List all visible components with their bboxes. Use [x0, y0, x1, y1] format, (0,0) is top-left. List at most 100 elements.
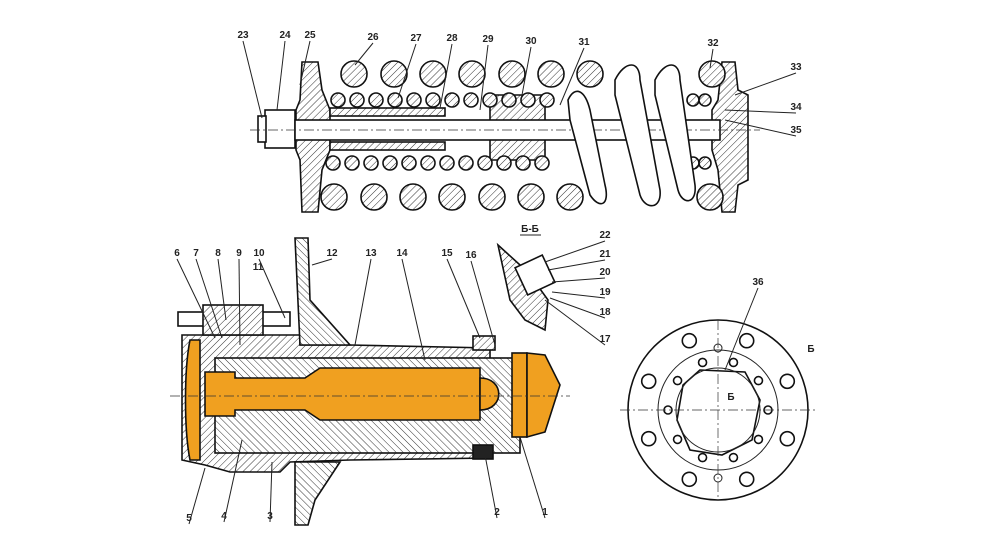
cone-tip [526, 352, 561, 439]
part-label-5: 5 [186, 513, 192, 524]
spring-turn [654, 64, 696, 202]
part-label-13: 13 [365, 248, 377, 259]
right-flange [711, 61, 749, 213]
small-coil [698, 156, 712, 170]
washer [257, 115, 267, 143]
leader-l13 [354, 258, 372, 346]
large-coil [419, 60, 447, 88]
part-label-21: 21 [599, 249, 611, 260]
small-coil [515, 155, 531, 171]
stud [697, 452, 708, 463]
small-coil [482, 92, 498, 108]
leader-l5 [188, 467, 206, 525]
upper-bushing [329, 107, 446, 117]
stud [728, 452, 739, 463]
part-label-9: 9 [236, 248, 242, 259]
part-label-6: 6 [174, 248, 180, 259]
seal-2 [472, 444, 494, 460]
small-coil [463, 92, 479, 108]
small-coil [363, 155, 379, 171]
large-coil [320, 183, 348, 211]
leader-l15 [446, 258, 481, 339]
part-label-36: 36 [752, 277, 764, 288]
leader-l22 [544, 240, 606, 263]
small-coil [496, 155, 512, 171]
leader-l29 [479, 44, 489, 111]
small-coil [439, 155, 455, 171]
stud [753, 434, 764, 445]
large-coil [360, 183, 388, 211]
large-coil [576, 60, 604, 88]
leader-l4 [223, 439, 243, 523]
leader-l32 [709, 48, 714, 69]
piston-head [511, 352, 528, 438]
large-coil [478, 183, 506, 211]
leader-l33 [734, 72, 797, 96]
leader-l24 [276, 40, 286, 111]
flange-view: Б Б [620, 319, 815, 501]
bolt-hole [640, 373, 657, 390]
leader-lines [176, 40, 797, 525]
leader-l25 [299, 40, 311, 86]
large-coil [498, 60, 526, 88]
leader-l31 [559, 47, 585, 106]
leader-l21 [547, 259, 606, 271]
leader-l19 [551, 291, 606, 299]
lower-bushing [329, 141, 446, 151]
small-coil [458, 155, 474, 171]
small-coil [425, 92, 441, 108]
section-mark-inner: Б [727, 392, 734, 403]
small-coil [686, 93, 700, 107]
part-label-27: 27 [410, 33, 422, 44]
spring-turn [614, 64, 661, 207]
part-label-33: 33 [790, 62, 802, 73]
part-label-11: 11 [253, 262, 264, 273]
section-detail: Б-Б [496, 224, 556, 332]
small-coil [444, 92, 460, 108]
large-coil [556, 183, 584, 211]
part-label-35: 35 [790, 125, 802, 136]
small-coil [477, 155, 493, 171]
leader-l36 [724, 287, 759, 371]
bolt-hole [738, 471, 755, 488]
part-label-20: 20 [599, 267, 611, 278]
leader-l28 [439, 43, 453, 109]
spring-turn [567, 90, 608, 205]
small-coil [698, 93, 712, 107]
part-label-4: 4 [221, 511, 227, 522]
small-coil [420, 155, 436, 171]
part-label-30: 30 [525, 36, 537, 47]
bolt-hole [681, 332, 698, 349]
large-coil [517, 183, 545, 211]
leader-l1 [519, 436, 546, 519]
small-coil [330, 92, 346, 108]
flange-holes [640, 332, 796, 488]
part-label-29: 29 [482, 34, 494, 45]
small-coil [368, 92, 384, 108]
small-coil [325, 155, 341, 171]
small-coil [401, 155, 417, 171]
part-label-34: 34 [790, 102, 802, 113]
large-spring-31 [567, 64, 696, 207]
leader-l16 [470, 260, 496, 346]
part-label-25: 25 [304, 30, 316, 41]
large-coil [458, 60, 486, 88]
leader-l34 [724, 109, 797, 114]
small-coil [349, 92, 365, 108]
large-coil [438, 183, 466, 211]
part-label-1: 1 [542, 507, 548, 518]
nut [264, 109, 296, 149]
leader-l26 [354, 42, 374, 66]
stud [753, 375, 764, 386]
stud [672, 375, 683, 386]
part-label-23: 23 [237, 30, 249, 41]
bolt-hole [738, 332, 755, 349]
small-coil [406, 92, 422, 108]
small-coil [520, 92, 536, 108]
part-label-19: 19 [599, 287, 611, 298]
part-label-26: 26 [367, 32, 379, 43]
part-label-8: 8 [215, 248, 221, 259]
section-title: Б-Б [521, 224, 539, 235]
bolt-hole [779, 373, 796, 390]
